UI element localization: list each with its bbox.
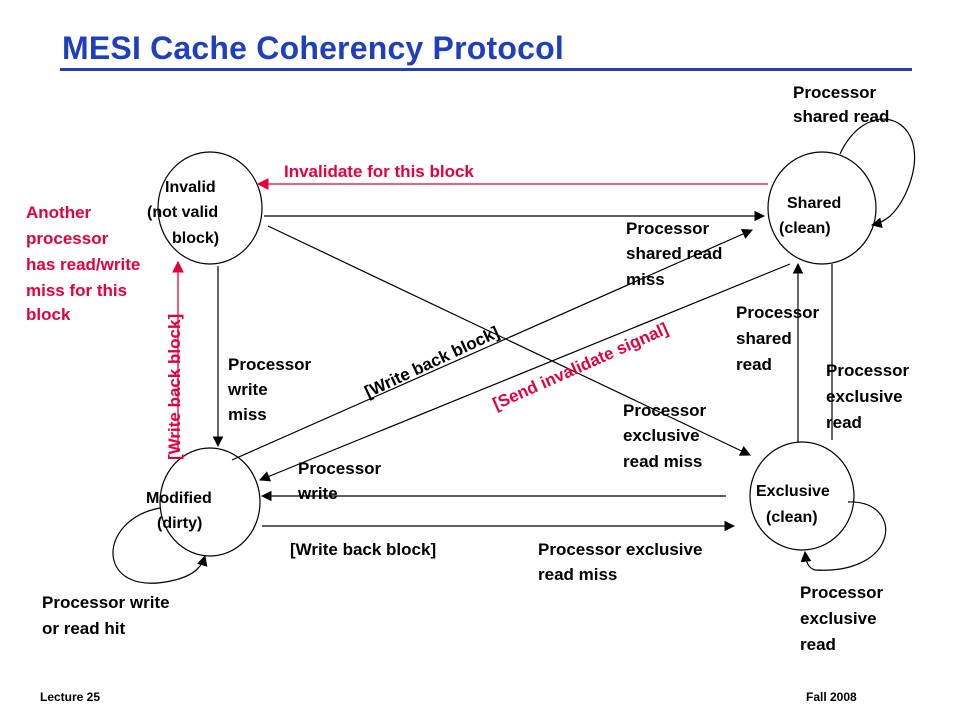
state-exclusive-circle — [749, 441, 855, 551]
label-write-back-bottom: [Write back block] — [290, 540, 436, 559]
label-processor-write-miss-3: miss — [228, 405, 267, 424]
arrow-shared-to-modified — [258, 263, 791, 482]
loop-exclusive-self — [800, 501, 887, 571]
state-modified-line1: Modified — [146, 490, 212, 507]
state-shared-line2: (clean) — [779, 220, 831, 237]
footer-term: Fall 2008 — [806, 690, 857, 704]
footer-lecture: Lecture 25 — [40, 690, 101, 704]
label-processor-shared-read-right-3: read — [736, 355, 772, 374]
label-invalidate-for-block: Invalidate for this block — [284, 162, 474, 181]
state-modified-line2: (dirty) — [157, 515, 202, 532]
arrow-invalid-to-exclusive — [267, 225, 751, 456]
state-invalid-line2: (not valid — [147, 204, 218, 221]
label-processor-exclusive-read-right-1: Processor — [826, 361, 910, 380]
label-another-processor-1: Another — [26, 203, 92, 222]
label-processor-exclusive-read-bottom-2: exclusive — [800, 609, 877, 628]
title-underline — [60, 68, 912, 71]
state-shared-circle — [767, 151, 877, 265]
label-processor-exclusive-read-miss-mid-2: exclusive — [623, 426, 700, 445]
label-processor-shared-read-top-1: Processor — [793, 83, 877, 102]
state-modified-circle — [159, 447, 261, 557]
label-processor-exclusive-read-miss-bottom-2: read miss — [538, 565, 617, 584]
label-processor-write-2: write — [297, 484, 338, 503]
label-processor-shared-read-right-2: shared — [736, 329, 792, 348]
label-processor-exclusive-read-miss-mid-3: read miss — [623, 452, 702, 471]
label-processor-exclusive-read-right-3: read — [826, 413, 862, 432]
state-invalid-line3: block) — [172, 230, 219, 247]
label-processor-shared-read-right-1: Processor — [736, 303, 820, 322]
slide-title: MESI Cache Coherency Protocol — [62, 30, 564, 66]
label-processor-write-or-read-hit-1: Processor write — [42, 593, 170, 612]
state-exclusive-line2: (clean) — [766, 509, 818, 526]
arrow-modified-to-shared — [231, 228, 753, 461]
state-invalid-line1: Invalid — [165, 179, 216, 196]
label-another-processor-5: block — [26, 305, 71, 324]
label-processor-write-1: Processor — [298, 459, 382, 478]
label-processor-exclusive-read-right-2: exclusive — [826, 387, 903, 406]
loop-shared-self — [839, 118, 916, 229]
label-processor-shared-read-miss-1: Processor — [626, 219, 710, 238]
label-processor-write-or-read-hit-2: or read hit — [42, 619, 125, 638]
label-processor-write-miss-2: write — [227, 380, 268, 399]
state-invalid-circle — [157, 151, 263, 265]
label-processor-exclusive-read-bottom-1: Processor — [800, 583, 884, 602]
label-processor-write-miss-1: Processor — [228, 355, 312, 374]
label-another-processor-2: processor — [26, 229, 109, 248]
label-processor-shared-read-miss-3: miss — [626, 270, 665, 289]
label-another-processor-3: has read/write — [26, 255, 140, 274]
label-processor-exclusive-read-bottom-3: read — [800, 635, 836, 654]
loop-modified-self — [112, 507, 208, 584]
label-processor-exclusive-read-miss-bottom-1: Processor exclusive — [538, 540, 702, 559]
label-another-processor-4: miss for this — [26, 281, 127, 300]
label-processor-exclusive-read-miss-mid-1: Processor — [623, 401, 707, 420]
label-processor-shared-read-miss-2: shared read — [626, 244, 722, 263]
state-shared-line1: Shared — [787, 195, 841, 212]
label-processor-shared-read-top-2: shared read — [793, 107, 889, 126]
state-exclusive-line1: Exclusive — [756, 483, 830, 500]
label-write-back-vertical: [Write back block] — [165, 314, 184, 460]
